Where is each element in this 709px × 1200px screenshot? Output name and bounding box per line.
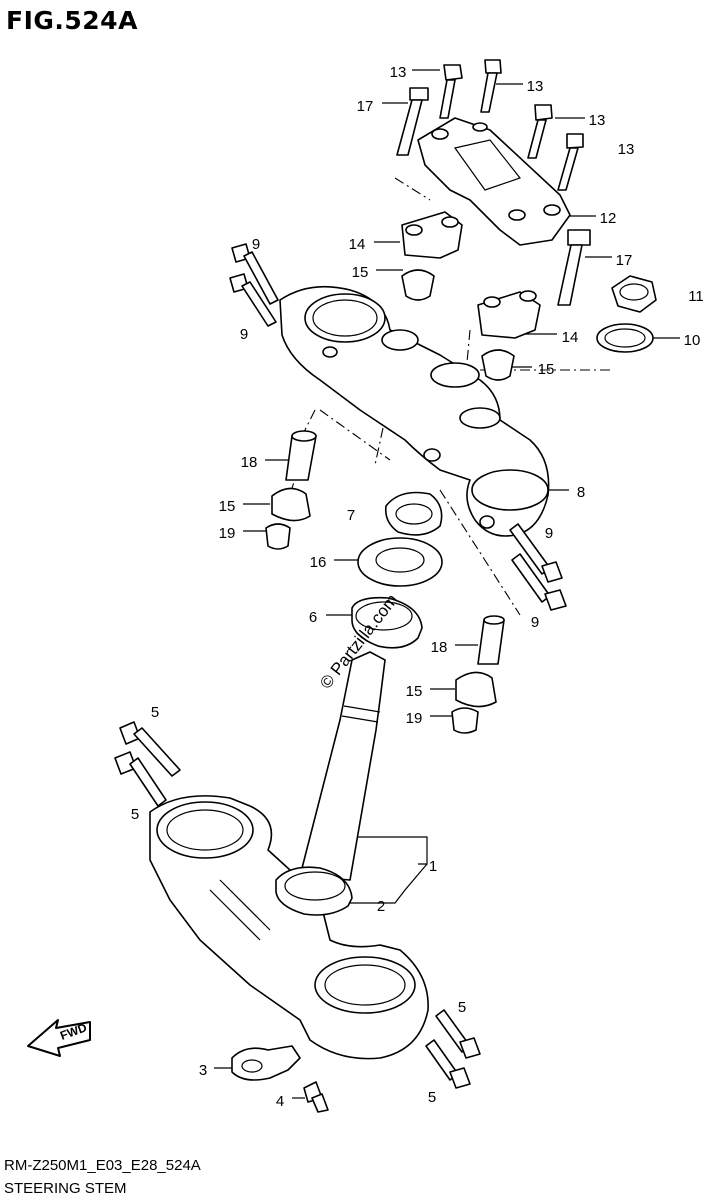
callout-15: 15: [538, 361, 555, 378]
part-3-hose-clamp: [231, 1045, 301, 1081]
callout-7: 7: [347, 507, 355, 524]
callout-14: 14: [349, 236, 366, 253]
callout-5: 5: [428, 1089, 436, 1106]
callout-10: 10: [684, 332, 701, 349]
callout-18: 18: [431, 639, 448, 656]
callout-11: 11: [688, 288, 704, 305]
callout-13: 13: [527, 78, 544, 95]
callout-2: 2: [377, 898, 385, 915]
part-17-bolts: [396, 87, 591, 306]
figure-title: FIG.524A: [6, 6, 138, 35]
callout-5: 5: [151, 704, 159, 721]
callout-19: 19: [219, 525, 236, 542]
part-11-steering-stem-nut: [611, 275, 657, 313]
callout-6: 6: [309, 609, 317, 626]
part-12-handlebar-upper-holder: [417, 117, 571, 246]
part-15-cushions-upper: [401, 269, 515, 381]
part-14-handlebar-lower-holders: [401, 211, 541, 339]
part-16-dust-seal: [357, 537, 443, 587]
callout-14: 14: [562, 329, 579, 346]
part-2-lower-bearing: [275, 866, 353, 916]
part-19-washer-left: [265, 523, 291, 550]
callout-9: 9: [252, 236, 260, 253]
callout-15: 15: [352, 264, 369, 281]
part-5-bolts-lower: [425, 1009, 481, 1089]
section-name: STEERING STEM: [4, 1180, 127, 1197]
part-15-cushion-left: [271, 487, 311, 522]
callout-19: 19: [406, 710, 423, 727]
part-8-steering-stem-upper-bracket: [279, 285, 550, 537]
callout-13: 13: [589, 112, 606, 129]
part-18-collar-right: [477, 615, 505, 665]
callout-13: 13: [618, 141, 635, 158]
callout-5: 5: [458, 999, 466, 1016]
part-7-nut: [384, 491, 443, 536]
part-6-bearing: [351, 596, 423, 649]
callout-9: 9: [240, 326, 248, 343]
callout-12: 12: [600, 210, 617, 227]
callout-18: 18: [241, 454, 258, 471]
part-4-bolt: [303, 1081, 329, 1113]
part-10-washer: [596, 323, 654, 353]
callout-5: 5: [131, 806, 139, 823]
callout-17: 17: [616, 252, 633, 269]
model-code: RM-Z250M1_E03_E28_524A: [4, 1157, 201, 1174]
part-19-washer-right: [451, 707, 479, 734]
callout-9: 9: [531, 614, 539, 631]
callout-8: 8: [577, 484, 585, 501]
fwd-direction-arrow: FWD: [27, 1019, 91, 1057]
part-9-bolts-lower: [509, 523, 567, 611]
part-18-collar-left: [285, 430, 317, 481]
callout-9: 9: [545, 525, 553, 542]
part-15-cushion-right: [455, 671, 497, 708]
callout-16: 16: [310, 554, 327, 571]
part-5-bolts-upper: [114, 721, 181, 807]
part-1-steering-stem-lower-bracket: [149, 651, 429, 1060]
callout-1: 1: [429, 858, 437, 875]
part-13-bolts: [439, 59, 584, 191]
callout-17: 17: [357, 98, 374, 115]
callout-15: 15: [406, 683, 423, 700]
callout-13: 13: [390, 64, 407, 81]
callout-4: 4: [276, 1093, 284, 1110]
part-9-bolts-upper: [229, 243, 279, 327]
callout-15: 15: [219, 498, 236, 515]
callout-3: 3: [199, 1062, 207, 1079]
